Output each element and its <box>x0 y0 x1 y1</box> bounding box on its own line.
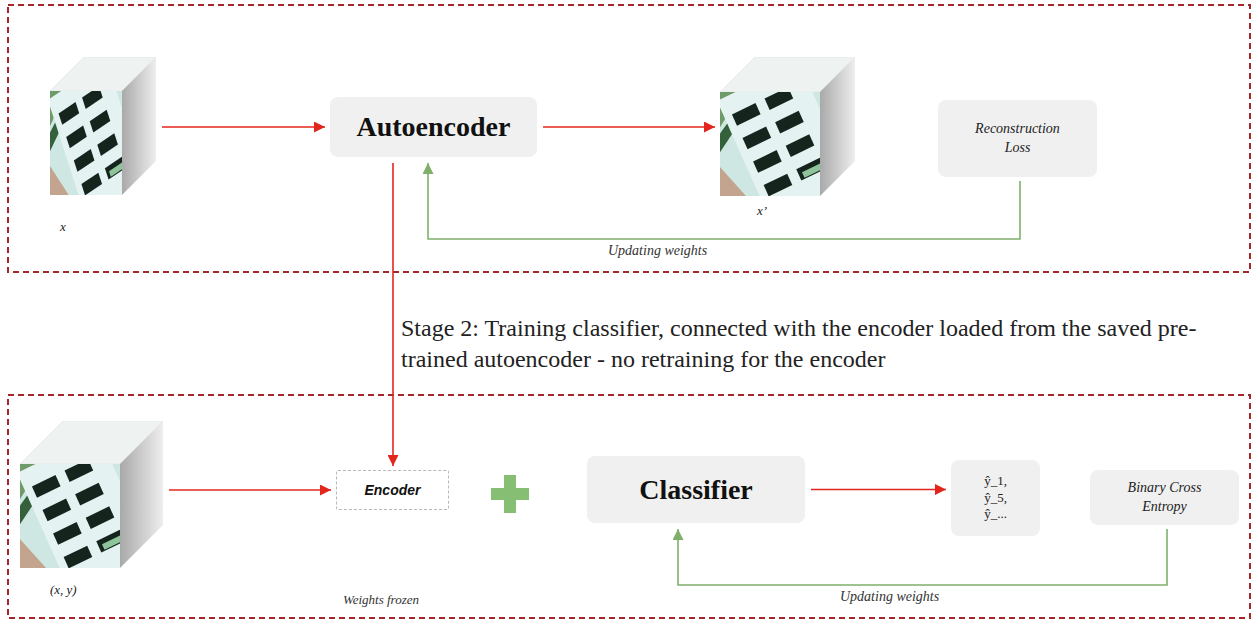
edge-label: Updating weights <box>837 589 942 605</box>
node-label: Binary Cross Entropy <box>1115 479 1215 517</box>
flow-arrow <box>678 529 1167 585</box>
encoder-box: Encoder <box>336 470 449 510</box>
input-image: (x, y) <box>20 421 163 568</box>
flow-arrow <box>428 163 1020 239</box>
node-label: Encoder <box>364 482 420 498</box>
edge-label: Stage 2: Training classifier, connected … <box>398 313 1204 375</box>
input-image: x <box>50 57 156 195</box>
flow-arrow <box>169 489 331 491</box>
satellite-image <box>50 91 122 195</box>
output-image: x’ <box>720 57 855 196</box>
node-label: Autoencoder <box>357 111 511 143</box>
note-label: Weights frozen <box>340 592 422 608</box>
image-caption: x <box>60 219 66 235</box>
loss-box: Binary Cross Entropy <box>1090 470 1239 525</box>
satellite-image <box>720 92 820 196</box>
cube-side <box>820 57 855 196</box>
edge-label: Updating weights <box>605 243 710 259</box>
autoencoder-box: Autoencoder <box>330 97 537 157</box>
stage-frame <box>8 5 1250 272</box>
classifier-box: Classifier <box>587 456 805 523</box>
cube-side <box>120 421 163 568</box>
flow-arrow <box>162 126 325 128</box>
node-label: ŷ_1, ŷ_5, ŷ_... <box>984 473 1007 524</box>
satellite-image <box>20 464 120 568</box>
image-cube <box>50 57 156 195</box>
prediction-box: ŷ_1, ŷ_5, ŷ_... <box>951 460 1040 536</box>
loss-box: Reconstruction Loss <box>938 100 1097 177</box>
cube-side <box>122 57 156 195</box>
image-caption: x’ <box>757 203 767 219</box>
image-cube <box>20 421 163 568</box>
stage-frame <box>8 395 1250 618</box>
flow-arrow <box>392 163 394 466</box>
image-cube <box>720 57 855 196</box>
flow-arrow <box>811 489 946 491</box>
flow-arrow <box>543 126 715 128</box>
image-caption: (x, y) <box>50 582 77 598</box>
node-label: Reconstruction Loss <box>963 120 1073 158</box>
node-label: Classifier <box>639 474 753 506</box>
plus-symbol <box>504 475 516 513</box>
